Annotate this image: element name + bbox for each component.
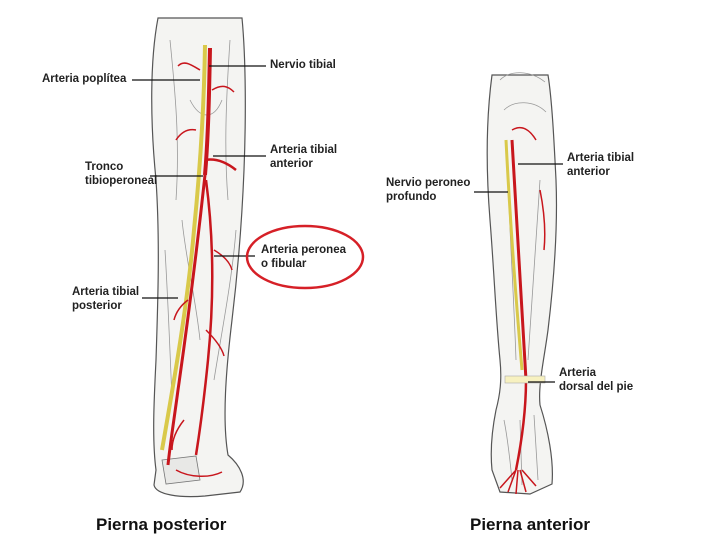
label-arteria-dorsal-pie: Arteria dorsal del pie: [559, 366, 633, 394]
caption-pierna-posterior: Pierna posterior: [96, 515, 227, 534]
label-line: Arteria: [559, 367, 597, 379]
label-arteria-tibial-anterior: Arteria tibial anterior: [270, 143, 337, 171]
dorsalis-pedis-artery: [514, 379, 528, 471]
leader-lines: [132, 65, 563, 383]
label-tronco-tibioperoneal: Tronco tibioperoneal: [85, 160, 157, 188]
anterior-tibial-branch: [204, 158, 237, 171]
label-line: Tronco: [85, 161, 124, 173]
label-line: profundo: [386, 191, 437, 203]
label-line: anterior: [270, 158, 313, 170]
anterior-tibial-artery-front: [510, 139, 528, 381]
label-nervio-tibial: Nervio tibial: [270, 59, 336, 71]
tibial-nerve: [160, 44, 207, 451]
popliteal-artery: [203, 47, 212, 176]
caption-pierna-anterior: Pierna anterior: [470, 515, 590, 534]
deep-peroneal-nerve: [504, 139, 524, 371]
anterior-leg-drawing: [486, 72, 558, 495]
highlight-ring: [245, 224, 365, 290]
label-arteria-tibial-posterior: Arteria tibial posterior: [72, 285, 139, 313]
label-arteria-peronea: Arteria peronea o fibular: [261, 243, 346, 271]
label-line: Arteria peronea: [261, 244, 347, 256]
label-line: posterior: [72, 300, 122, 312]
label-line: Arteria tibial: [567, 152, 635, 164]
peroneal-artery: [194, 179, 214, 456]
label-anterior-arteria-tibial: Arteria tibial anterior: [567, 151, 634, 179]
label-line: dorsal del pie: [559, 381, 634, 393]
label-line: Arteria tibial: [270, 144, 338, 156]
posterior-leg-drawing: [151, 17, 246, 498]
label-line: anterior: [567, 166, 610, 178]
label-line: Arteria tibial: [72, 286, 140, 298]
label-line: Nervio peroneo: [386, 177, 471, 189]
label-arteria-poplitea: Arteria poplítea: [42, 73, 127, 85]
posterior-tibial-artery: [166, 174, 207, 466]
label-line: tibioperoneal: [85, 175, 158, 187]
label-nervio-peroneo-profundo: Nervio peroneo profundo: [386, 176, 470, 204]
label-line: o fibular: [261, 258, 307, 270]
